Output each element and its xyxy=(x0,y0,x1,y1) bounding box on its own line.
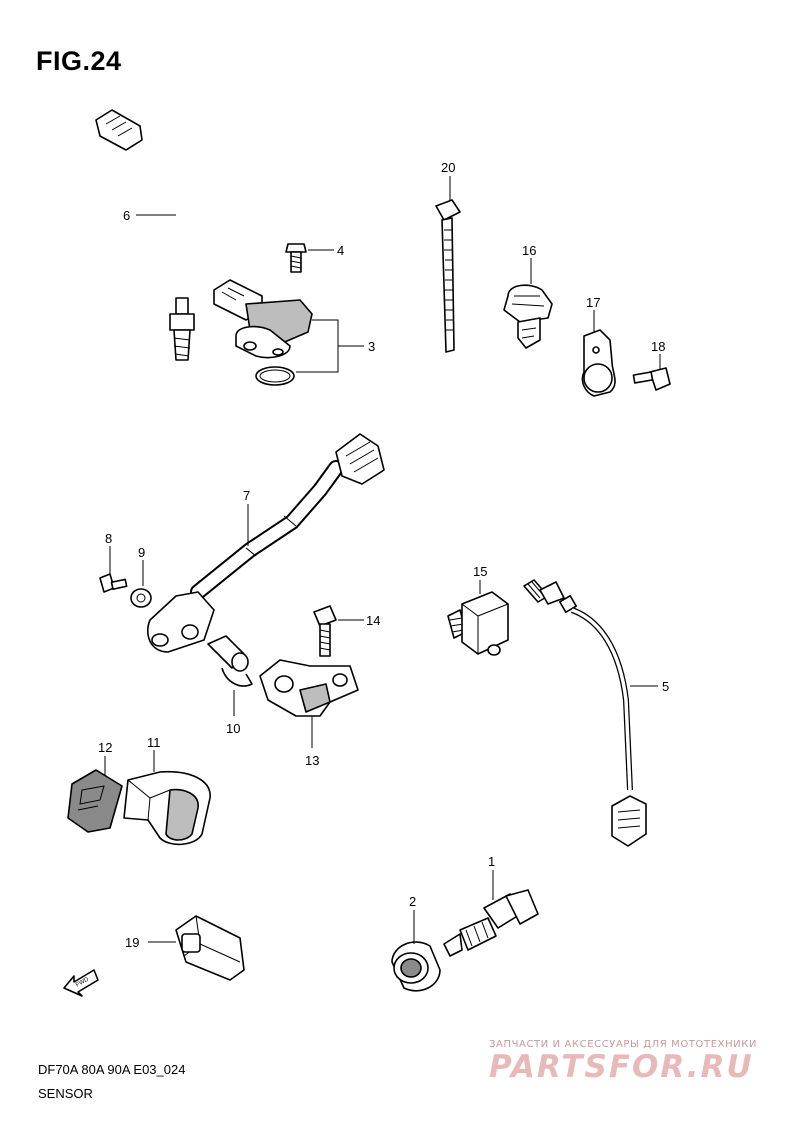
part-19-grommet xyxy=(175,915,245,981)
part-17-clamp xyxy=(581,329,616,397)
watermark-logo: PARTSFOR.RU xyxy=(489,1049,754,1085)
callout-1: 1 xyxy=(488,854,495,869)
part-7-crank-sensor xyxy=(146,433,385,653)
part-8-bolt xyxy=(99,573,128,593)
diagram-caption: SENSOR xyxy=(38,1086,93,1101)
part-6-temperature-sensor xyxy=(95,109,195,361)
part-13-bracket xyxy=(259,659,359,717)
part-2-grommet xyxy=(391,941,441,992)
part-12-cover xyxy=(67,769,123,833)
callout-20: 20 xyxy=(441,160,455,175)
callout-18: 18 xyxy=(651,339,665,354)
part-11-cover xyxy=(123,770,211,846)
fwd-arrow-icon: FWD xyxy=(63,969,99,997)
watermark-subtitle: ЗАПЧАСТИ И АКСЕССУАРЫ ДЛЯ МОТОТЕХНИКИ xyxy=(489,1039,758,1050)
part-4-bolt xyxy=(285,243,307,273)
callout-7: 7 xyxy=(243,488,250,503)
callout-16: 16 xyxy=(522,243,536,258)
callout-13: 13 xyxy=(305,753,319,768)
figure-title: FIG.24 xyxy=(36,46,122,76)
callout-4: 4 xyxy=(337,243,344,258)
part-3-pressure-sensor xyxy=(213,279,313,386)
callout-10: 10 xyxy=(226,721,240,736)
model-code: DF70A 80A 90A E03_024 xyxy=(38,1062,186,1077)
part-14-bolt xyxy=(313,605,337,657)
part-15-pressure-switch xyxy=(447,591,509,656)
callout-11: 11 xyxy=(147,735,161,750)
part-18-bolt xyxy=(632,367,671,391)
callout-17: 17 xyxy=(586,295,600,310)
part-9-washer xyxy=(130,588,152,608)
part-10-spacer xyxy=(207,635,253,687)
callout-19: 19 xyxy=(125,935,139,950)
callout-14: 14 xyxy=(366,613,380,628)
part-1-temperature-sensor xyxy=(443,889,539,957)
part-20-cable-tie xyxy=(435,199,461,353)
callout-6: 6 xyxy=(123,208,130,223)
part-16-clip xyxy=(503,284,553,349)
callout-2: 2 xyxy=(409,894,416,909)
callout-9: 9 xyxy=(138,545,145,560)
callout-5: 5 xyxy=(662,679,669,694)
callout-8: 8 xyxy=(105,531,112,546)
part-5-temperature-sensor xyxy=(523,579,647,847)
callout-3: 3 xyxy=(368,339,375,354)
callout-12: 12 xyxy=(98,740,112,755)
callout-15: 15 xyxy=(473,564,487,579)
